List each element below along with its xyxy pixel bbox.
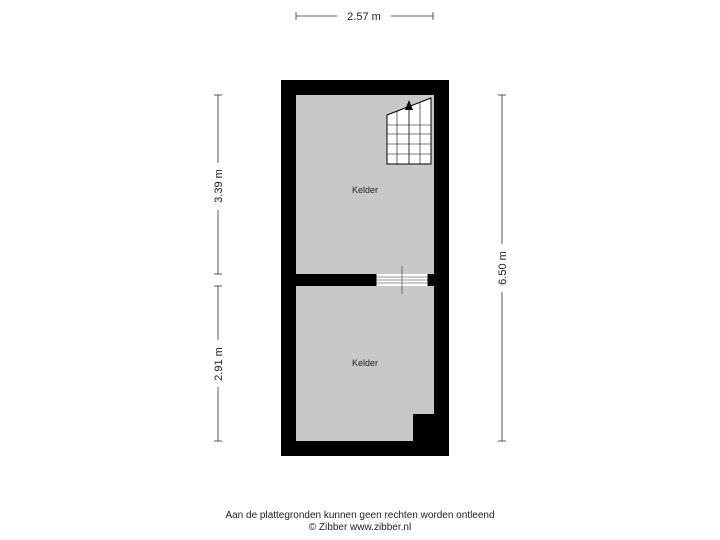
room-label-lower: Kelder — [352, 358, 378, 368]
stair-direction-arrow-icon — [405, 100, 413, 110]
dimension-right: 6.50 m — [497, 94, 509, 442]
lower-room-floor — [296, 286, 434, 441]
disclaimer-text: Aan de plattegronden kunnen geen rechten… — [225, 510, 495, 521]
dimension-top: 2.57 m — [295, 11, 434, 23]
dimension-label-right: 6.50 m — [497, 251, 509, 285]
copyright-text: © Zibber www.zibber.nl — [308, 522, 412, 533]
dimension-left-upper: 3.39 m — [213, 94, 225, 275]
dimension-label-left-lower: 2.91 m — [213, 347, 225, 381]
dimension-label-top: 2.57 m — [347, 11, 381, 23]
door-opening — [375, 266, 429, 294]
dimension-left-lower: 2.91 m — [213, 285, 225, 442]
dimension-label-left-upper: 3.39 m — [213, 169, 225, 203]
room-label-upper: Kelder — [352, 185, 378, 195]
staircase — [386, 97, 432, 165]
